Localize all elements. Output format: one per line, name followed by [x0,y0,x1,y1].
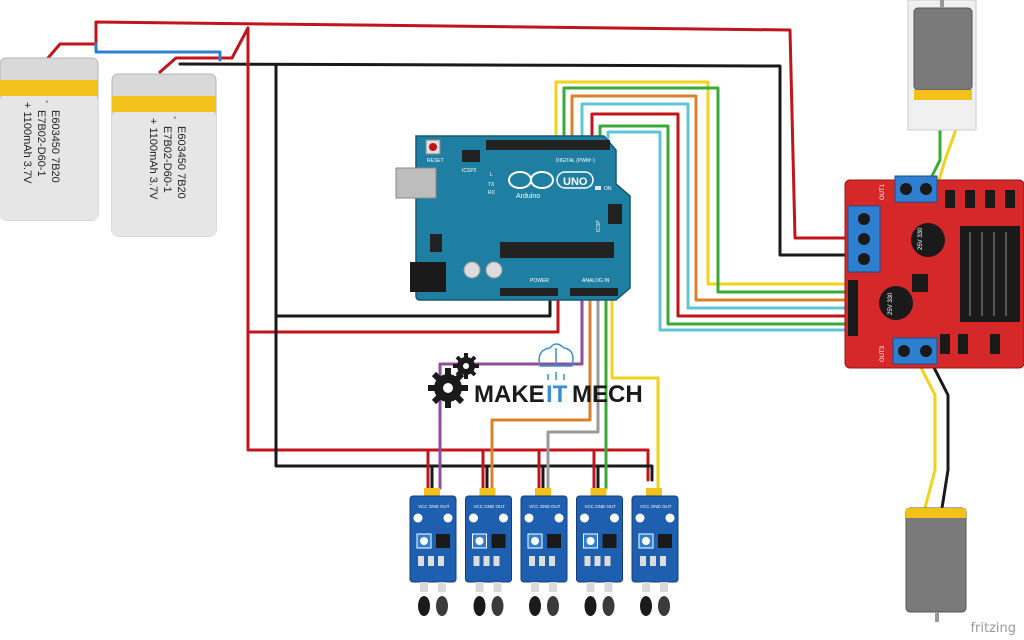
gear-icon [428,353,479,408]
black-wire-sensor-gnd [274,314,654,482]
motor-top [907,0,977,131]
gray-wire-a2 [546,290,600,490]
driver-capacitor-2 [879,286,913,320]
analog-header [570,288,618,296]
battery-1-minus: - [41,100,52,103]
driver-jumpers [912,190,1015,354]
l298n-motor-driver: OUT1 OUT3 25V 330 25V 330 [844,175,1024,369]
black-wire-gnd-bus [274,64,552,318]
battery-1-line-3: + 1100mAh 3.7V [21,102,33,184]
logo-word-mech: MECH [572,381,643,408]
icsp-header [608,204,622,224]
capacitor-1 [463,261,481,279]
red-wire-vcc-bus [246,26,560,334]
sensor-pin-labels: VCC GND OUT [529,504,561,509]
yellow-wire-d-en [554,80,847,286]
red-wire-battery-top [46,20,847,240]
rx-label: RX [488,190,496,196]
ir-sensor-row: VCC GND OUT VCC GND OUT VCC GND OUT VCC GND… [409,488,679,616]
out-bottom-label: OUT3 [880,345,886,362]
ir-sensor-4: VCC GND OUT [576,488,623,616]
brain-icon [538,343,574,380]
wires [46,20,962,510]
purple-wire-a0 [438,290,584,490]
on-label: ON [604,186,612,192]
black-wire-top-gnd [178,62,847,257]
digital-label: DIGITAL (PWM~) [556,158,595,164]
ir-sensor-2: VCC GND OUT [465,488,512,616]
fritzing-watermark: fritzing [970,621,1016,636]
sensor-pin-labels: VCC GND OUT [640,504,672,509]
ir-emitter-icon [491,596,504,616]
red-wire-d-in4 [590,112,847,318]
l-label: L [490,172,493,178]
power-jack [410,262,446,292]
ir-emitter-icon [436,596,448,616]
orange-wire-a1 [490,290,592,490]
battery-2-line-1: E603450 7B20 [175,126,187,199]
ir-receiver-icon [529,596,541,616]
green-wire-d-en2 [598,124,847,326]
black-wire-motor-bottom [923,348,950,510]
orange-wire-d-in2 [570,94,847,302]
yellow-wire-a4 [610,290,660,490]
capacitor-2 [485,261,503,279]
battery-2-line-3: + 1100mAh 3.7V [147,118,159,200]
analog-label: ANALOG IN [582,278,610,284]
out-top-label: OUT1 [880,183,886,200]
ir-receiver-icon [640,596,652,616]
icsp2-label: ICSP2 [462,168,477,174]
yellow-wire-motor-bottom [910,348,937,510]
ir-receiver-icon [418,596,430,616]
make-it-mech-logo: MAKE IT MECH [428,343,643,408]
green-wire-d-in [562,86,847,294]
driver-cap2-label: 25V 330 [888,292,894,315]
brand-label: Arduino [516,193,540,200]
teal-wire-d-en3 [606,130,847,332]
microcontroller-chip [500,242,614,258]
blue-wire-battery-link [94,42,222,62]
sensor-pin-labels: VCC GND OUT [474,504,506,509]
arduino-logo: UNO Arduino [508,171,594,200]
logo-word-it: IT [546,381,568,408]
battery-1: - E603450 7B20 E7B02-D60-1 + 1100mAh 3.7… [0,57,99,221]
digital-header [486,140,610,150]
ir-receiver-icon [584,596,597,616]
small-chip [430,234,442,252]
uno-label: UNO [563,176,588,188]
sensor-pin-labels: VCC GND OUT [585,504,617,509]
teal-wire-d-in3 [580,102,847,310]
ir-emitter-icon [602,596,615,616]
sensor-power-drops [426,448,600,490]
ir-receiver-icon [473,596,486,616]
ir-sensor-3: VCC GND OUT [520,488,568,616]
usb-port [395,167,437,199]
sensor-pin-labels: VCC GND OUT [418,504,450,509]
red-wire-battery2 [158,26,250,74]
battery-2: - E603450 7B20 E7B02-D60-1 + 1100mAh 3.7… [111,73,217,237]
ir-emitter-icon [658,596,670,616]
arduino-uno-board: RESET ICSP2 DIGITAL (PWM~) UNO Arduino O… [395,135,631,301]
icsp2-header [462,150,480,162]
battery-1-line-2: E7B02-D60-1 [35,110,47,177]
reset-label: RESET [427,158,444,164]
battery-1-line-1: E603450 7B20 [49,110,61,183]
battery-2-minus: - [169,116,180,119]
ir-sensor-1: VCC GND OUT [409,488,457,616]
driver-cap1-label: 25V 330 [918,227,924,250]
icsp-label: ICSP [596,220,602,232]
power-label: POWER [530,278,549,284]
driver-logic-header [848,280,858,336]
ir-emitter-icon [547,596,559,616]
logo-word-make: MAKE [474,381,545,408]
battery-2-line-2: E7B02-D60-1 [161,126,173,193]
driver-capacitor-1 [911,223,945,257]
motor-bottom [905,507,967,622]
ir-sensor-5: VCC GND OUT [631,488,679,616]
tx-label: TX [488,182,495,188]
power-header [500,288,558,296]
